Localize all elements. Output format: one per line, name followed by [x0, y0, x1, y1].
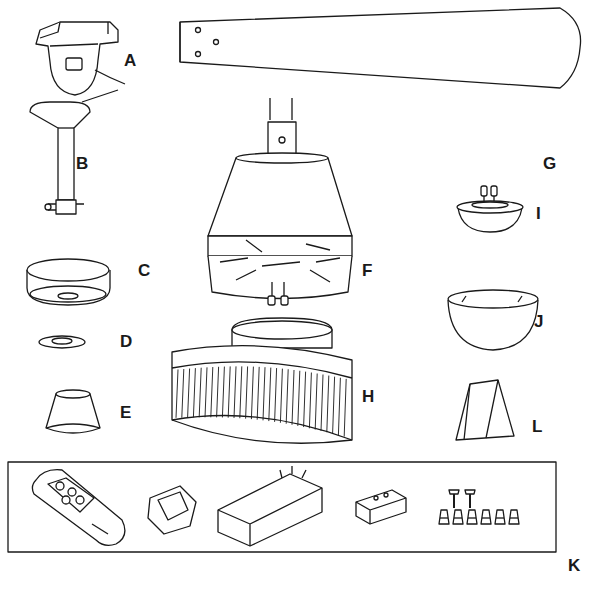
part-letter: F	[362, 262, 372, 279]
part-letter: H	[362, 388, 374, 405]
part-letter: E	[120, 404, 131, 421]
remote-holder	[148, 486, 196, 534]
grille-stroke	[246, 366, 248, 418]
grille-stroke	[211, 367, 213, 417]
wire-nut-rib	[510, 517, 518, 518]
coupling-cover	[46, 390, 100, 433]
grille-stroke	[176, 369, 178, 417]
remote-control	[32, 470, 125, 546]
wire-nut	[439, 510, 449, 524]
mounting-bracket	[36, 22, 125, 95]
screw-shank	[469, 494, 471, 508]
grille-stroke	[193, 368, 195, 417]
wire-nut	[495, 510, 505, 524]
screw-head	[449, 490, 459, 494]
screws-and-wire-nuts	[439, 490, 519, 524]
grille-stroke	[199, 368, 201, 418]
grille-stroke	[338, 378, 340, 435]
wire-nut-rib	[496, 517, 504, 518]
screw-head	[465, 490, 475, 494]
part-letter: K	[568, 557, 580, 574]
grille-stroke	[344, 379, 346, 437]
part-letter: D	[120, 333, 132, 350]
grille-stroke	[321, 375, 323, 431]
grille-stroke	[251, 367, 253, 420]
wire-nut	[453, 510, 463, 524]
grille-stroke	[240, 366, 242, 418]
grille-stroke	[280, 369, 282, 423]
grille-stroke	[205, 367, 207, 417]
grille-stroke	[263, 367, 265, 420]
wire-nut-rib	[454, 517, 462, 518]
battery	[356, 490, 406, 524]
hardware-bag	[456, 380, 514, 440]
part-letter: G	[543, 155, 556, 172]
part-letter: I	[536, 205, 541, 222]
grille-stroke	[234, 366, 236, 418]
glass-bowl	[448, 290, 538, 350]
grille-stroke	[309, 373, 311, 429]
receiver	[218, 466, 322, 546]
light-kit	[457, 186, 523, 232]
part-letter: A	[124, 52, 136, 69]
grille-stroke	[327, 376, 329, 433]
grille-stroke	[217, 367, 219, 418]
downrod	[30, 90, 118, 214]
grille-stroke	[315, 374, 317, 430]
wire-nut	[467, 510, 477, 524]
grille-stroke	[188, 369, 190, 418]
wire-nut-rib	[482, 517, 490, 518]
grille-stroke	[298, 371, 300, 426]
wire-nut	[481, 510, 491, 524]
canopy-ring	[39, 336, 85, 348]
fan-blade	[180, 8, 581, 88]
switch-housing	[172, 318, 352, 443]
grille-stroke	[269, 368, 271, 421]
grille-stroke	[286, 369, 288, 423]
wire-nut-rib	[440, 517, 448, 518]
part-letter: B	[76, 155, 88, 172]
part-letter: C	[138, 262, 150, 279]
grille-stroke	[182, 369, 184, 418]
part-letter: J	[534, 313, 543, 330]
motor-housing	[208, 98, 352, 305]
screw-shank	[453, 494, 455, 508]
grille-stroke	[275, 368, 277, 422]
grille-stroke	[292, 370, 294, 425]
canopy	[27, 259, 110, 305]
group-frame	[8, 462, 556, 552]
grille-stroke	[222, 367, 224, 418]
part-letter: L	[532, 418, 542, 435]
wire-nut	[509, 510, 519, 524]
grille-stroke	[257, 367, 259, 420]
wire-nut-rib	[468, 517, 476, 518]
grille-stroke	[304, 372, 306, 427]
grille-stroke	[333, 377, 335, 434]
grille-stroke	[228, 366, 230, 417]
